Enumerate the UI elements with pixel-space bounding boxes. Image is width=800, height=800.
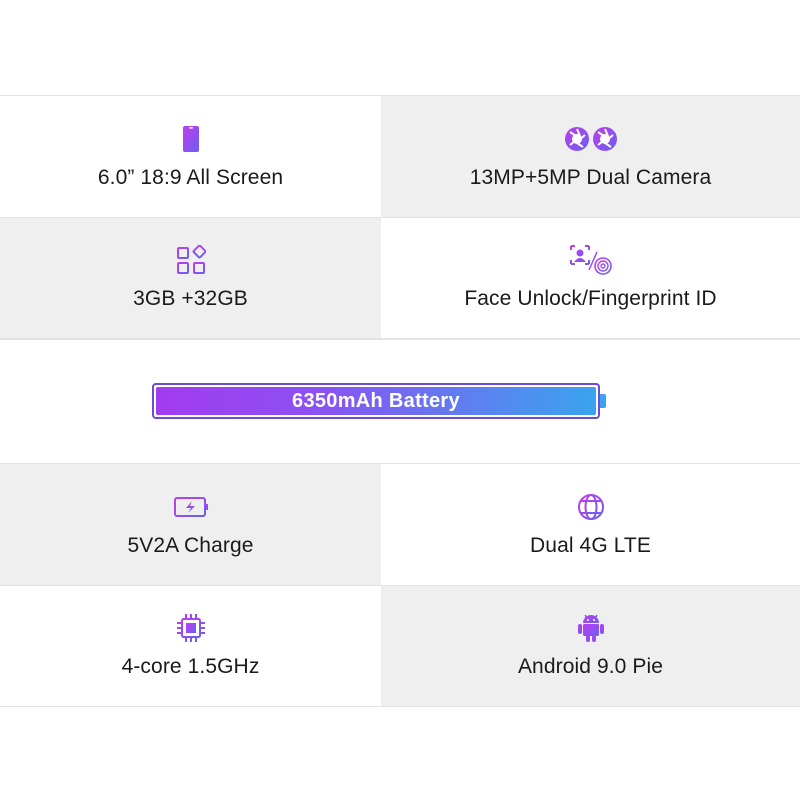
feature-label: Dual 4G LTE bbox=[530, 533, 651, 557]
feature-camera: 13MP+5MP Dual Camera bbox=[381, 96, 800, 217]
feature-screen: 6.0” 18:9 All Screen bbox=[0, 96, 381, 217]
feature-label: Face Unlock/Fingerprint ID bbox=[464, 287, 717, 310]
feature-row-3: 5V2A Charge Dual 4G LTE bbox=[0, 463, 800, 585]
dual-camera-icon bbox=[564, 124, 618, 154]
feature-unlock: Face Unlock/Fingerprint ID bbox=[381, 218, 800, 338]
feature-label: Android 9.0 Pie bbox=[517, 655, 664, 678]
battery-banner: 6350mAh Battery bbox=[0, 339, 800, 463]
battery-tip bbox=[600, 394, 606, 408]
android-icon bbox=[576, 613, 606, 643]
battery-label: 6350mAh Battery bbox=[292, 389, 460, 412]
feature-label: 5V2A Charge bbox=[127, 533, 254, 557]
feature-row-4: 4-core 1.5GHz Android 9.0 Pie bbox=[0, 585, 800, 707]
feature-row-2: 3GB +32GB Face Unlock/Fingerprint ID bbox=[0, 217, 800, 339]
feature-row-1: 6.0” 18:9 All Screen 13MP+5MP Dual Camer… bbox=[0, 95, 800, 217]
feature-charge: 5V2A Charge bbox=[0, 464, 381, 585]
feature-label: 4-core 1.5GHz bbox=[121, 655, 260, 678]
cpu-chip-icon bbox=[176, 613, 206, 643]
top-feature-grid: 6.0” 18:9 All Screen 13MP+5MP Dual Camer… bbox=[0, 95, 800, 339]
feature-cpu: 4-core 1.5GHz bbox=[0, 586, 381, 706]
feature-memory: 3GB +32GB bbox=[0, 218, 381, 338]
feature-label: 13MP+5MP Dual Camera bbox=[469, 165, 712, 189]
bottom-feature-grid: 5V2A Charge Dual 4G LTE bbox=[0, 463, 800, 709]
feature-android: Android 9.0 Pie bbox=[381, 586, 800, 706]
feature-lte: Dual 4G LTE bbox=[381, 464, 800, 585]
globe-icon bbox=[576, 492, 606, 522]
memory-storage-icon bbox=[176, 245, 206, 275]
feature-label: 6.0” 18:9 All Screen bbox=[97, 165, 284, 189]
feature-label: 3GB +32GB bbox=[133, 287, 248, 310]
charge-icon bbox=[173, 492, 209, 522]
face-fingerprint-icon bbox=[569, 245, 613, 275]
battery-fill: 6350mAh Battery bbox=[156, 387, 596, 415]
phone-screen-icon bbox=[176, 124, 206, 154]
battery-bar: 6350mAh Battery bbox=[152, 383, 600, 419]
